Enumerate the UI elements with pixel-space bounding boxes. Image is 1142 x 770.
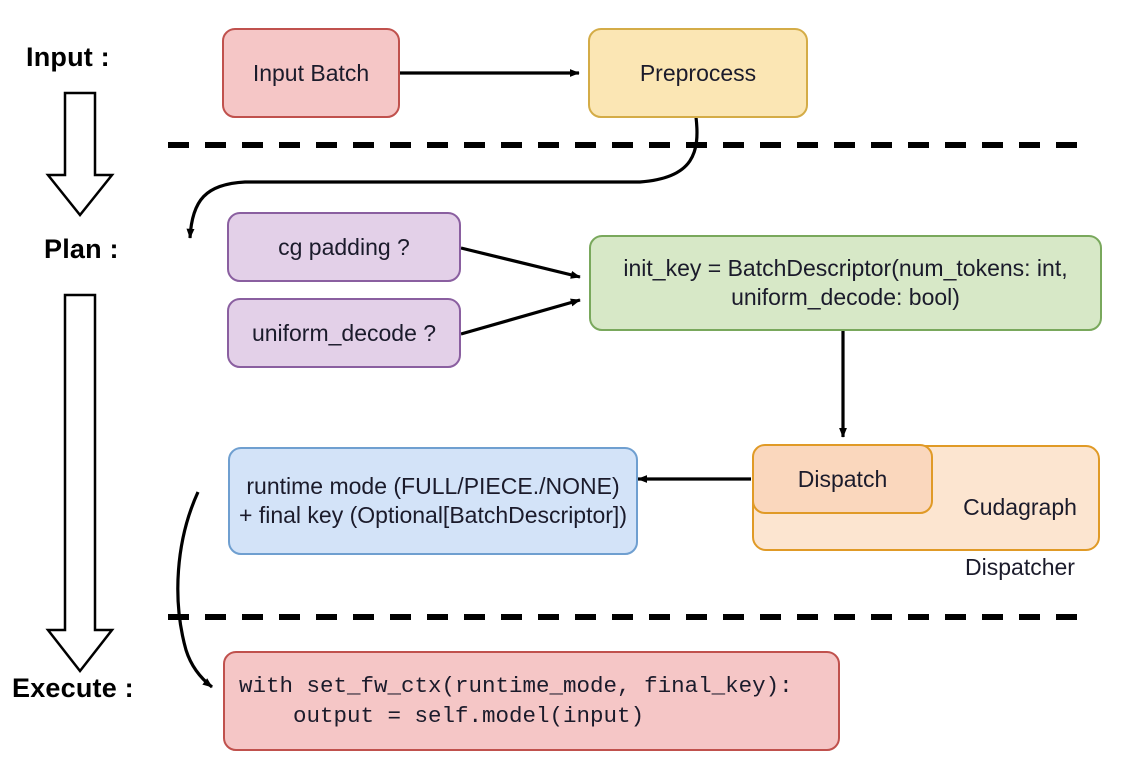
node-execute-code-line1: with set_fw_ctx(runtime_mode, final_key)… xyxy=(239,672,793,699)
node-runtime-mode[interactable]: runtime mode (FULL/PIECE./NONE) + final … xyxy=(228,447,638,555)
node-runtime-mode-label-line1: runtime mode (FULL/PIECE./NONE) xyxy=(246,473,620,500)
arrow-runtime-mode-to-execute-code xyxy=(176,491,213,689)
plan-to-execute-arrow xyxy=(45,293,115,674)
node-preprocess[interactable]: Preprocess xyxy=(588,28,808,118)
node-init-key-label-line1: init_key = BatchDescriptor(num_tokens: i… xyxy=(623,255,1068,282)
arrow-preprocess-to-cg-padding xyxy=(186,116,699,239)
input-to-plan-arrow xyxy=(45,91,115,218)
arrow-cg-padding-to-init-key xyxy=(460,246,581,279)
node-execute-code-line2: output = self.model(input) xyxy=(239,703,645,729)
node-cg-padding[interactable]: cg padding ? xyxy=(227,212,461,282)
node-runtime-mode-label-line2: + final key (Optional[BatchDescriptor]) xyxy=(239,502,627,528)
node-init-key[interactable]: init_key = BatchDescriptor(num_tokens: i… xyxy=(589,235,1102,331)
node-input-batch[interactable]: Input Batch xyxy=(222,28,400,118)
node-dispatch[interactable]: Dispatch xyxy=(752,444,933,514)
node-cudagraph-dispatcher-label-line2: Dispatcher xyxy=(965,553,1075,580)
stage-label-plan: Plan : xyxy=(44,234,119,264)
node-init-key-label-line2: uniform_decode: bool) xyxy=(731,284,960,310)
node-dispatch-label: Dispatch xyxy=(797,465,888,492)
arrow-uniform-decode-to-init-key xyxy=(460,298,581,336)
stage-label-execute: Execute : xyxy=(12,673,134,703)
node-cudagraph-dispatcher-label: Cudagraph Dispatcher xyxy=(940,463,1100,583)
stage-label-input: Input : xyxy=(26,42,110,72)
node-input-batch-label: Input Batch xyxy=(252,59,370,86)
node-cudagraph-dispatcher-label-line1: Cudagraph xyxy=(963,493,1077,520)
node-preprocess-label: Preprocess xyxy=(639,59,757,86)
node-execute-code[interactable]: with set_fw_ctx(runtime_mode, final_key)… xyxy=(223,651,840,751)
node-cg-padding-label: cg padding ? xyxy=(278,233,410,260)
node-uniform-decode-label: uniform_decode ? xyxy=(251,319,437,346)
node-uniform-decode[interactable]: uniform_decode ? xyxy=(227,298,461,368)
